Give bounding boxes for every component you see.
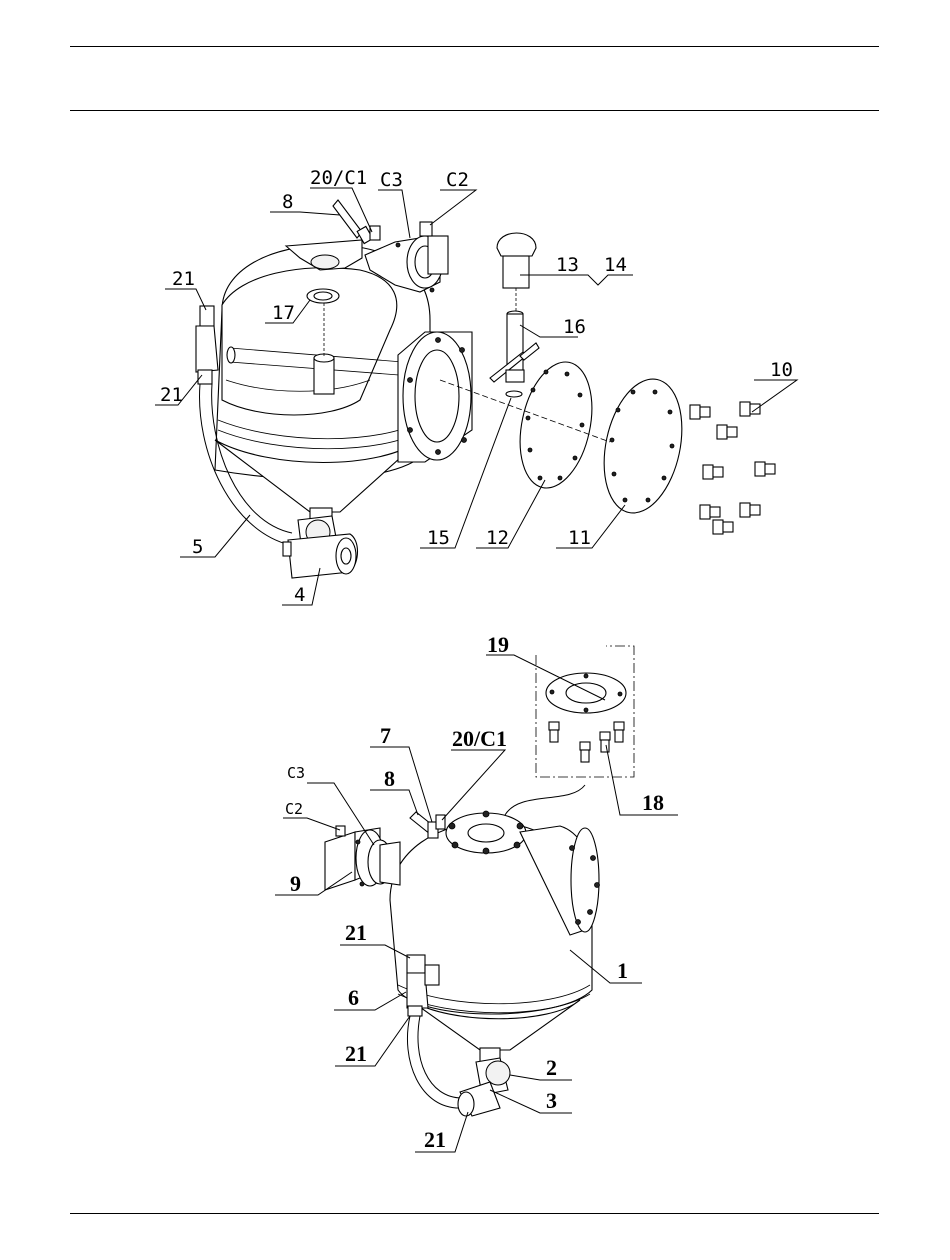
label-19: 19	[487, 632, 509, 657]
label-7: 7	[380, 723, 391, 748]
label-10: 10	[770, 359, 793, 381]
label-c2: C2	[446, 169, 469, 191]
label-8: 8	[282, 191, 293, 213]
label-5: 5	[192, 536, 203, 558]
label-c3-bottom: C3	[287, 764, 305, 782]
label-c2-bottom: C2	[285, 800, 303, 818]
label-21-upper-bottom: 21	[345, 920, 367, 945]
label-21-lower: 21	[160, 384, 183, 406]
label-4: 4	[294, 584, 305, 606]
bolt-set-10	[690, 402, 775, 534]
label-14: 14	[604, 254, 627, 276]
label-8-bottom: 8	[384, 766, 395, 791]
label-15: 15	[427, 527, 450, 549]
label-12: 12	[486, 527, 509, 549]
label-17: 17	[272, 302, 295, 324]
label-16: 16	[563, 316, 586, 338]
label-21-upper: 21	[172, 268, 195, 290]
label-1: 1	[617, 958, 628, 983]
label-21-middle-bottom: 21	[345, 1041, 367, 1066]
tank-side-flange-top	[398, 332, 472, 462]
label-6: 6	[348, 985, 359, 1010]
label-3: 3	[546, 1088, 557, 1113]
label-9: 9	[290, 871, 301, 896]
label-20-c1: 20/C1	[310, 167, 367, 189]
label-18: 18	[642, 790, 664, 815]
label-11: 11	[568, 527, 591, 549]
bottom-valve-assembly	[458, 1048, 510, 1116]
gasket-11	[593, 372, 694, 520]
label-21-lower-bottom: 21	[424, 1127, 446, 1152]
label-13: 13	[556, 254, 579, 276]
label-2: 2	[546, 1055, 557, 1080]
label-20-c1-bottom: 20/C1	[452, 726, 507, 751]
bottom-valve-ejector-top	[283, 508, 358, 578]
cap-and-tube-top	[490, 233, 539, 397]
top-exploded-view: 20/C1 C3 C2 8 13 14 21 17 16 10 21 5 15 …	[155, 167, 797, 606]
bottom-assembled-view: 19 7 20/C1 C3 8 C2 18 9 21 1 6 21 2 3 21	[275, 632, 678, 1152]
label-c3: C3	[380, 169, 403, 191]
valve-assembly-bottom	[325, 826, 400, 890]
